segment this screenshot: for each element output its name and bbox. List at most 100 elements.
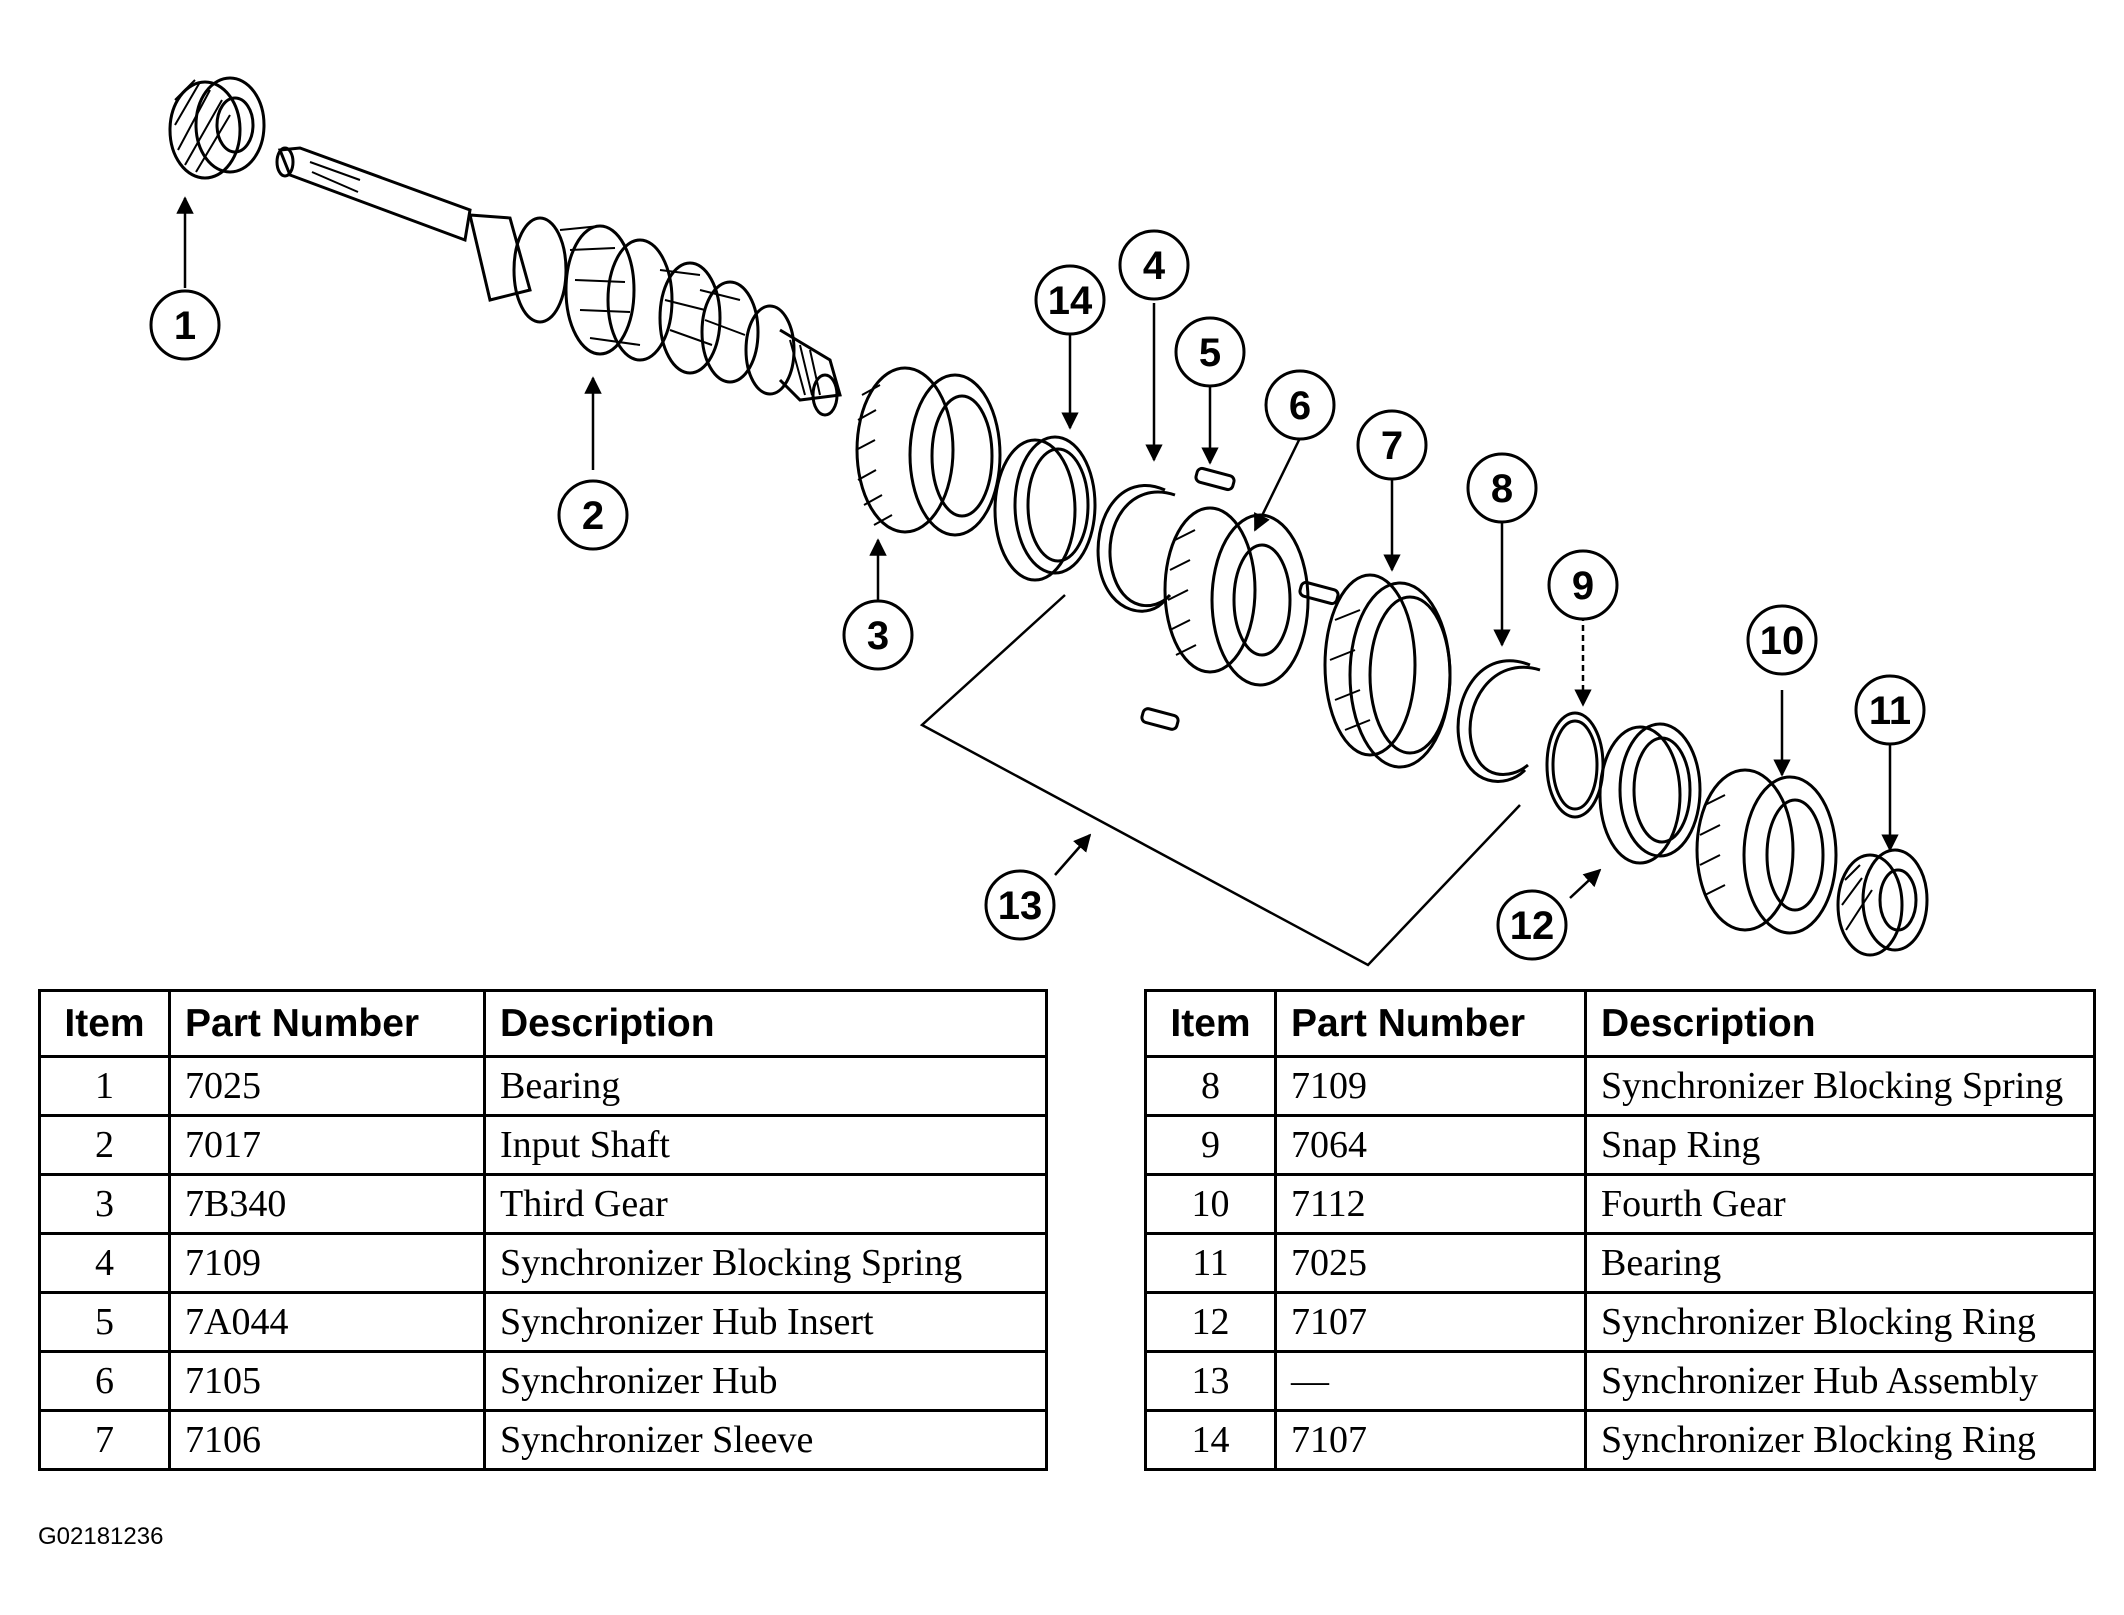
header-description: Description: [1584, 989, 2096, 1058]
input-shaft-part-2: [275, 146, 842, 417]
callout-label: 8: [1491, 467, 1513, 511]
cell-item: 9: [1144, 1114, 1277, 1176]
header-item: Item: [1144, 989, 1277, 1058]
cell-description: Synchronizer Hub Assembly: [1584, 1350, 2096, 1412]
cell-item: 8: [1144, 1055, 1277, 1117]
callout-2: 2: [557, 479, 629, 551]
callout-label: 2: [582, 494, 604, 538]
cell-part-number: 7025: [168, 1055, 486, 1117]
blocking-spring-part-4: [1096, 483, 1167, 613]
callout-label: 7: [1381, 424, 1403, 468]
cell-part-number: 7017: [168, 1114, 486, 1176]
fourth-gear-part-10: [1695, 768, 1838, 935]
cell-item: 3: [38, 1173, 171, 1235]
cell-part-number: 7B340: [168, 1173, 486, 1235]
cell-description: Synchronizer Blocking Spring: [1584, 1055, 2096, 1117]
table-row: 13—Synchronizer Hub Assembly: [1144, 1350, 2096, 1412]
callout-10: 10: [1746, 604, 1818, 676]
callout-label: 9: [1572, 564, 1594, 608]
cell-part-number: —: [1274, 1350, 1587, 1412]
cell-item: 7: [38, 1409, 171, 1471]
cell-part-number: 7112: [1274, 1173, 1587, 1235]
hub-insert-part-5: [1140, 466, 1340, 731]
third-gear-part-3: [855, 366, 1002, 537]
cell-description: Synchronizer Blocking Ring: [1584, 1291, 2096, 1353]
callout-label: 10: [1760, 619, 1805, 663]
cell-item: 11: [1144, 1232, 1277, 1294]
callout-12: 12: [1496, 889, 1568, 961]
callout-label: 14: [1048, 279, 1093, 323]
blocking-ring-part-12: [1598, 722, 1702, 865]
cell-part-number: 7025: [1274, 1232, 1587, 1294]
header-item: Item: [38, 989, 171, 1058]
cell-item: 6: [38, 1350, 171, 1412]
cell-description: Synchronizer Blocking Spring: [483, 1232, 1048, 1294]
callout-1: 1: [149, 289, 221, 361]
cell-item: 2: [38, 1114, 171, 1176]
cell-description: Bearing: [483, 1055, 1048, 1117]
callout-label: 1: [174, 304, 196, 348]
callout-14: 14: [1034, 264, 1106, 336]
synchronizer-hub-part-6: [1163, 506, 1310, 687]
bearing-part-1: [168, 76, 266, 180]
cell-description: Synchronizer Sleeve: [483, 1409, 1048, 1471]
cell-description: Bearing: [1584, 1232, 2096, 1294]
cell-part-number: 7107: [1274, 1409, 1587, 1471]
cell-description: Synchronizer Hub Insert: [483, 1291, 1048, 1353]
header-part-number: Part Number: [168, 989, 486, 1058]
callout-9: 9: [1547, 549, 1619, 621]
callout-label: 12: [1510, 904, 1555, 948]
callout-8: 8: [1466, 452, 1538, 524]
cell-part-number: 7064: [1274, 1114, 1587, 1176]
cell-description: Synchronizer Blocking Ring: [1584, 1409, 2096, 1471]
cell-item: 12: [1144, 1291, 1277, 1353]
cell-item: 10: [1144, 1173, 1277, 1235]
bearing-part-11: [1836, 848, 1929, 957]
cell-description: Fourth Gear: [1584, 1173, 2096, 1235]
cell-part-number: 7109: [1274, 1055, 1587, 1117]
synchronizer-sleeve-part-7: [1323, 573, 1452, 769]
callout-label: 3: [867, 614, 889, 658]
callout-label: 6: [1289, 384, 1311, 428]
cell-part-number: 7106: [168, 1409, 486, 1471]
header-description: Description: [483, 989, 1048, 1058]
cell-description: Third Gear: [483, 1173, 1048, 1235]
blocking-ring-part-14: [993, 435, 1097, 582]
cell-item: 1: [38, 1055, 171, 1117]
callout-5: 5: [1174, 316, 1246, 388]
cell-description: Synchronizer Hub: [483, 1350, 1048, 1412]
callout-11: 11: [1854, 674, 1926, 746]
hub-assembly-bracket: [919, 594, 1521, 967]
cell-description: Input Shaft: [483, 1114, 1048, 1176]
cell-part-number: 7107: [1274, 1291, 1587, 1353]
callout-13: 13: [984, 869, 1056, 941]
callout-3: 3: [842, 599, 914, 671]
callout-label: 13: [998, 884, 1043, 928]
blocking-spring-part-8: [1456, 659, 1531, 783]
cell-part-number: 7109: [168, 1232, 486, 1294]
callout-7: 7: [1356, 409, 1428, 481]
cell-item: 13: [1144, 1350, 1277, 1412]
callout-label: 11: [1869, 689, 1911, 733]
cell-item: 4: [38, 1232, 171, 1294]
snap-ring-part-9: [1545, 711, 1605, 819]
cell-part-number: 7105: [168, 1350, 486, 1412]
figure-id: G02181236: [38, 1523, 164, 1550]
